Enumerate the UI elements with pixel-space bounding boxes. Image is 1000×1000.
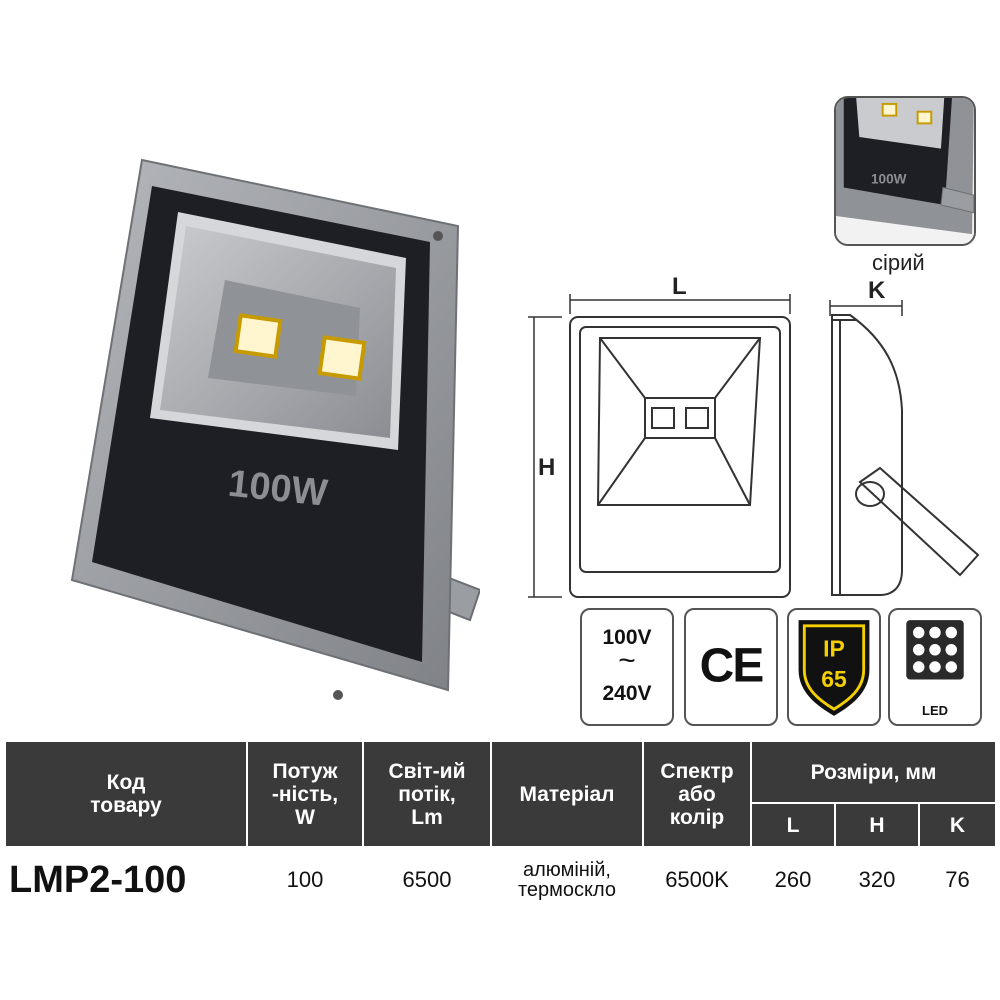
header-dimensions: Розміри, мм bbox=[749, 740, 998, 804]
dim-label-length: L bbox=[672, 273, 687, 300]
ip-prefix: IP bbox=[823, 635, 845, 661]
side-outline bbox=[831, 314, 903, 596]
header-power: Потуж-ність,W bbox=[246, 740, 364, 848]
ce-mark-icon: CE bbox=[684, 608, 778, 726]
color-name-label: сірий bbox=[872, 250, 925, 275]
voltage-min: 100V bbox=[602, 626, 652, 649]
header-dim-h: H bbox=[834, 802, 920, 848]
voltage-icon: 100V ~ 240V bbox=[580, 608, 674, 726]
led-chip-2 bbox=[317, 335, 367, 381]
led-icon: LED bbox=[888, 608, 982, 726]
thumb-wattage-label: 100W bbox=[871, 172, 907, 187]
corner-screw bbox=[433, 231, 443, 241]
product-photo: 100W bbox=[70, 158, 480, 700]
dimension-drawing: L H K bbox=[528, 273, 980, 598]
ip-rating-value: 65 bbox=[821, 666, 847, 692]
color-variant-thumbnail: 100W bbox=[834, 96, 976, 246]
cell-dim-k: 76 bbox=[945, 867, 970, 892]
cell-spectrum: 6500K bbox=[665, 867, 729, 892]
ce-mark-text: CE bbox=[700, 639, 764, 692]
header-dim-l: L bbox=[750, 802, 836, 848]
dim-label-depth: K bbox=[868, 277, 886, 304]
voltage-ac-symbol: ~ bbox=[618, 644, 636, 677]
cell-dim-l: 260 bbox=[774, 867, 812, 892]
cell-code: LMP2-100 bbox=[9, 858, 187, 901]
cell-power: 100 bbox=[286, 867, 324, 892]
front-panel-outline bbox=[579, 326, 781, 573]
header-dim-k: K bbox=[917, 802, 998, 848]
led-chip-1 bbox=[233, 313, 283, 359]
ip-rating-icon: IP 65 bbox=[787, 608, 881, 726]
cell-material: алюміній,термоскло bbox=[517, 859, 617, 901]
cell-dim-h: 320 bbox=[858, 867, 896, 892]
led-label: LED bbox=[922, 703, 948, 718]
voltage-max: 240V bbox=[602, 682, 652, 705]
front-outline bbox=[569, 316, 791, 598]
dim-label-height: H bbox=[538, 454, 555, 481]
panel-wattage-label: 100W bbox=[226, 463, 329, 515]
header-material: Матеріал bbox=[490, 740, 644, 848]
table-row: LMP2-100 100 6500 алюміній,термоскло 650… bbox=[5, 847, 996, 912]
cell-flux: 6500 bbox=[402, 867, 452, 892]
ip-shield-icon bbox=[798, 620, 870, 716]
corner-screw bbox=[333, 690, 343, 700]
